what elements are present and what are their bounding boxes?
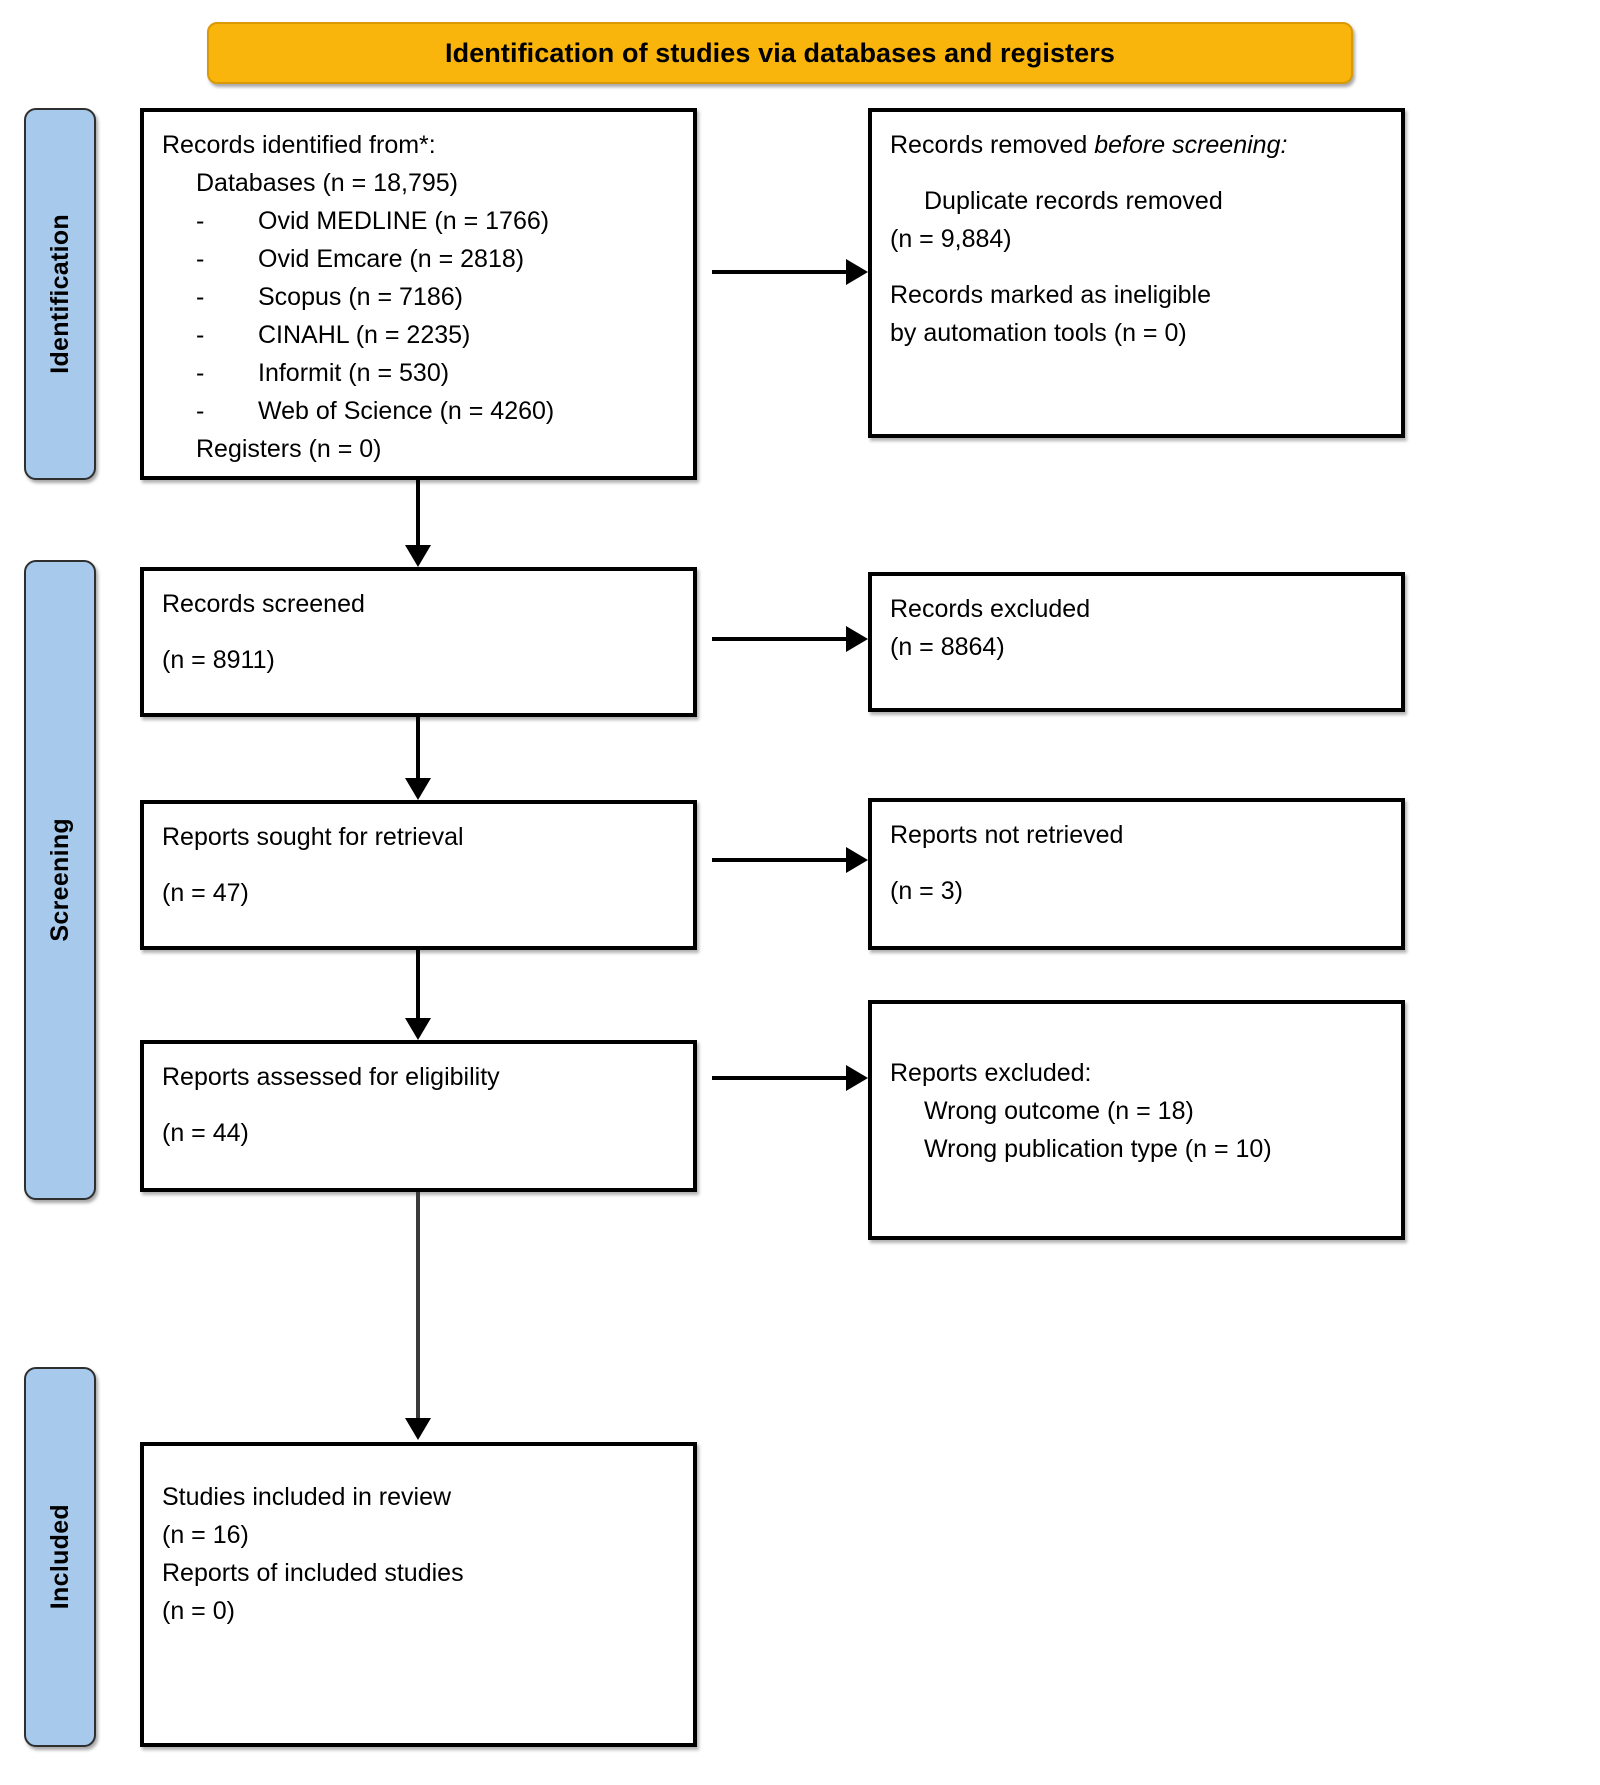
records-identified-heading: Records identified from*: xyxy=(162,131,436,159)
arrow-down-icon xyxy=(405,545,431,567)
spacer xyxy=(890,854,1383,872)
records-removed-heading-plain: Records removed xyxy=(890,131,1095,159)
connector-identified-to-screened xyxy=(416,480,420,547)
spacer xyxy=(162,856,675,874)
box-reports-not-retrieved: Reports not retrieved (n = 3) xyxy=(868,798,1405,950)
reports-not-retrieved-label: Reports not retrieved xyxy=(890,821,1124,849)
spacer xyxy=(890,164,1383,182)
spacer xyxy=(890,1018,1383,1036)
reports-included-count: (n = 0) xyxy=(162,1597,235,1625)
ineligible-records-line2: by automation tools (n = 0) xyxy=(890,319,1187,347)
source-label: Informit (n = 530) xyxy=(258,359,450,387)
spacer xyxy=(890,258,1383,276)
box-records-excluded: Records excluded (n = 8864) xyxy=(868,572,1405,712)
reports-not-retrieved-count: (n = 3) xyxy=(890,877,963,905)
dash-icon: - xyxy=(196,245,205,273)
dash-icon: - xyxy=(196,283,205,311)
dash-icon: - xyxy=(196,359,205,387)
connector-screened-to-sought xyxy=(416,717,420,780)
source-label: Ovid MEDLINE (n = 1766) xyxy=(258,207,550,235)
reports-excluded-reason: Wrong publication type (n = 10) xyxy=(924,1135,1272,1163)
duplicate-records-label: Duplicate records removed xyxy=(924,187,1223,215)
diagram-header-banner: Identification of studies via databases … xyxy=(207,22,1353,84)
source-row: - CINAHL (n = 2235) xyxy=(162,316,675,354)
stage-tab-identification: Identification xyxy=(24,108,96,480)
dash-icon: - xyxy=(196,207,205,235)
studies-included-count: (n = 16) xyxy=(162,1521,249,1549)
spacer xyxy=(162,1460,675,1478)
reports-excluded-reason: Wrong outcome (n = 18) xyxy=(924,1097,1194,1125)
records-removed-heading-colon: : xyxy=(1280,131,1288,159)
ineligible-records-line1: Records marked as ineligible xyxy=(890,281,1211,309)
arrow-right-icon xyxy=(846,259,868,285)
reports-assessed-label: Reports assessed for eligibility xyxy=(162,1063,500,1091)
duplicate-records-count: (n = 9,884) xyxy=(890,225,1012,253)
box-reports-assessed: Reports assessed for eligibility (n = 44… xyxy=(140,1040,697,1192)
connector-assessed-to-reports-excluded xyxy=(712,1076,852,1080)
dash-icon: - xyxy=(196,397,205,425)
arrow-down-icon xyxy=(405,1018,431,1040)
spacer xyxy=(162,623,675,641)
connector-sought-to-not-retrieved xyxy=(712,858,852,862)
box-studies-included: Studies included in review (n = 16) Repo… xyxy=(140,1442,697,1747)
source-row: - Informit (n = 530) xyxy=(162,354,675,392)
records-removed-heading: Records removed before screening: xyxy=(890,126,1383,164)
box-records-identified: Records identified from*: Databases (n =… xyxy=(140,108,697,480)
reports-included-label: Reports of included studies xyxy=(162,1559,464,1587)
stage-label-screening: Screening xyxy=(45,818,74,942)
box-records-removed: Records removed before screening: Duplic… xyxy=(868,108,1405,438)
diagram-title: Identification of studies via databases … xyxy=(445,37,1115,68)
source-row: - Web of Science (n = 4260) xyxy=(162,392,675,430)
spacer xyxy=(162,1096,675,1114)
records-excluded-count: (n = 8864) xyxy=(890,633,1005,661)
source-label: Scopus (n = 7186) xyxy=(258,283,463,311)
arrow-right-icon xyxy=(846,1065,868,1091)
records-screened-count: (n = 8911) xyxy=(162,646,275,674)
connector-assessed-to-included xyxy=(416,1192,420,1420)
box-reports-sought: Reports sought for retrieval (n = 47) xyxy=(140,800,697,950)
arrow-down-icon xyxy=(405,1418,431,1440)
box-records-screened: Records screened (n = 8911) xyxy=(140,567,697,717)
records-identified-databases: Databases (n = 18,795) xyxy=(196,169,458,197)
stage-label-identification: Identification xyxy=(45,214,74,374)
source-label: CINAHL (n = 2235) xyxy=(258,321,471,349)
records-excluded-label: Records excluded xyxy=(890,595,1091,623)
source-row: - Scopus (n = 7186) xyxy=(162,278,675,316)
reports-sought-count: (n = 47) xyxy=(162,879,249,907)
stage-tab-screening: Screening xyxy=(24,560,96,1200)
source-label: Web of Science (n = 4260) xyxy=(258,397,555,425)
box-reports-excluded: Reports excluded: Wrong outcome (n = 18)… xyxy=(868,1000,1405,1240)
connector-identified-to-removed xyxy=(712,270,852,274)
spacer xyxy=(890,1036,1383,1054)
records-identified-registers: Registers (n = 0) xyxy=(196,435,382,463)
dash-icon: - xyxy=(196,321,205,349)
connector-sought-to-assessed xyxy=(416,950,420,1018)
stage-label-included: Included xyxy=(45,1504,74,1610)
records-removed-heading-italic: before screening xyxy=(1094,131,1281,159)
arrow-down-icon xyxy=(405,778,431,800)
records-screened-label: Records screened xyxy=(162,590,365,618)
studies-included-label: Studies included in review xyxy=(162,1483,452,1511)
source-row: - Ovid Emcare (n = 2818) xyxy=(162,240,675,278)
stage-tab-included: Included xyxy=(24,1367,96,1747)
source-row: - Ovid MEDLINE (n = 1766) xyxy=(162,202,675,240)
reports-assessed-count: (n = 44) xyxy=(162,1119,249,1147)
reports-excluded-heading: Reports excluded: xyxy=(890,1059,1092,1087)
connector-screened-to-excluded xyxy=(712,637,852,641)
source-label: Ovid Emcare (n = 2818) xyxy=(258,245,525,273)
arrow-right-icon xyxy=(846,626,868,652)
reports-sought-label: Reports sought for retrieval xyxy=(162,823,464,851)
arrow-right-icon xyxy=(846,847,868,873)
